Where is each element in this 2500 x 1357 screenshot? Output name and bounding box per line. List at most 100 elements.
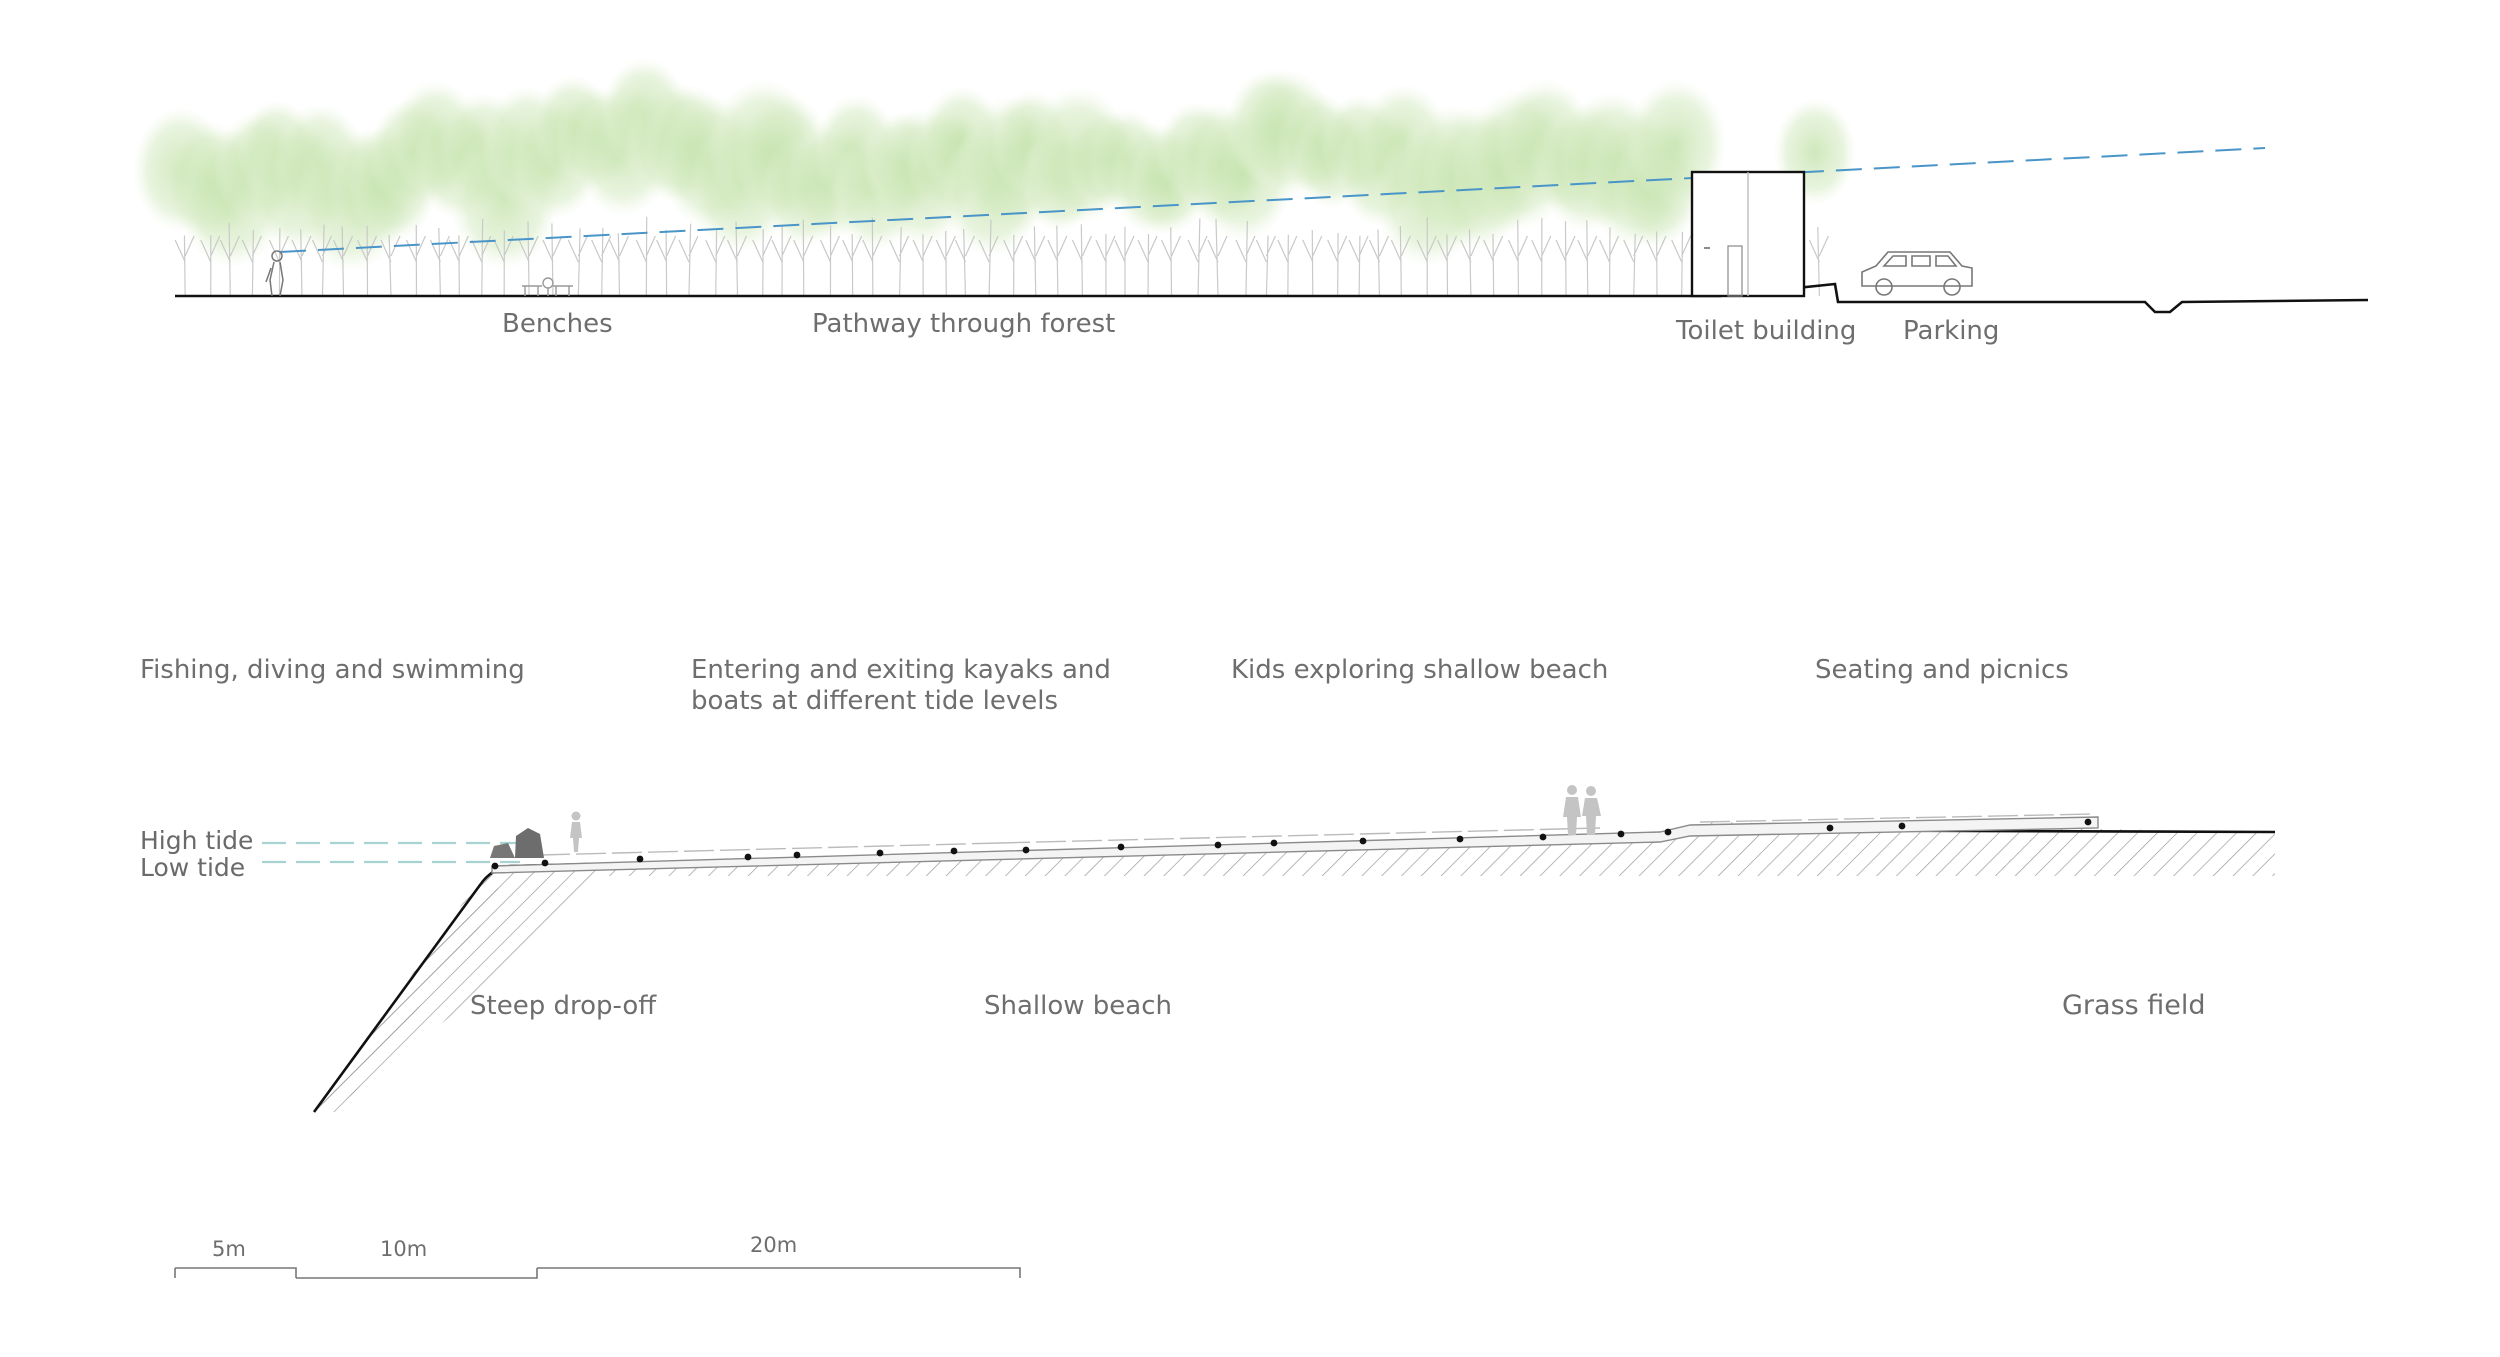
tree-trunk: [705, 230, 726, 297]
tree-trunk: [888, 226, 910, 297]
tree-trunk: [1071, 224, 1092, 297]
tree-trunk: [1327, 233, 1348, 297]
boardwalk-post: [1022, 846, 1030, 854]
tree-trunk: [912, 234, 933, 297]
tree-trunk: [1003, 234, 1024, 297]
tree-trunk: [1025, 226, 1046, 297]
tree-trunk: [1235, 220, 1256, 297]
toilet-building: [1690, 170, 1806, 298]
person-silhouette-icon: [570, 811, 582, 852]
earth-hatch: [314, 822, 2275, 1112]
tree-trunk: [405, 224, 426, 297]
tree-trunk: [174, 235, 195, 297]
label-seating: Seating and picnics: [1815, 655, 2069, 685]
tree-trunk: [752, 229, 773, 297]
label-grass-field: Grass field: [2062, 990, 2206, 1021]
label-kids: Kids exploring shallow beach: [1231, 655, 1609, 685]
tree-trunk: [1531, 218, 1552, 297]
boardwalk-post: [491, 862, 499, 870]
rock-icon: [490, 828, 544, 858]
label-kayaks-line1: Entering and exiting kayaks and: [691, 655, 1111, 685]
tree-trunk: [842, 234, 863, 297]
tree-trunk: [1483, 233, 1504, 297]
car-icon: [1861, 251, 1973, 296]
couple-silhouette-icon: [1563, 785, 1601, 835]
boardwalk-post: [1214, 841, 1222, 849]
tree-trunk: [219, 222, 240, 297]
tree-trunk: [608, 233, 630, 297]
boardwalk-post: [541, 859, 549, 867]
tree-trunk: [332, 226, 354, 297]
label-low-tide: Low tide: [140, 853, 246, 882]
tree-trunk: [1187, 218, 1208, 297]
bench-icon: [522, 277, 573, 296]
boardwalk-post: [793, 851, 801, 859]
boardwalk-post: [1617, 830, 1625, 838]
scale-label-5m: 5m: [212, 1237, 246, 1261]
tree-trunk: [1577, 220, 1598, 297]
tree-trunk: [1137, 234, 1158, 297]
label-kayaks-line2: boats at different tide levels: [691, 686, 1058, 716]
tree-trunk: [862, 217, 883, 297]
tree-trunk: [1255, 235, 1276, 297]
boardwalk-post: [1359, 837, 1367, 845]
tree-trunk: [1598, 227, 1620, 297]
tree-trunk: [1095, 234, 1116, 297]
tree-trunk: [241, 229, 262, 297]
person-silhouette-icon: [265, 250, 284, 297]
tree-trunk: [1047, 225, 1068, 297]
boardwalk-post: [1117, 843, 1125, 851]
tree-trunk: [954, 228, 976, 297]
dropoff-hatch: [314, 868, 500, 1112]
tree-trunk: [1416, 217, 1437, 297]
tree-trunk: [656, 229, 677, 297]
label-high-tide: High tide: [140, 826, 254, 855]
boardwalk-post: [876, 849, 884, 857]
tree-trunk: [1277, 234, 1298, 297]
tree-trunk: [1671, 231, 1692, 297]
label-shallow-beach: Shallow beach: [984, 991, 1173, 1021]
tree-trunk: [819, 225, 841, 297]
forest-trees: [133, 57, 1857, 297]
tree-trunk: [1390, 226, 1411, 297]
tree-trunk: [1555, 221, 1576, 297]
tree-trunk: [1160, 227, 1182, 297]
tree-trunk: [471, 218, 492, 297]
scale-label-20m: 20m: [750, 1233, 798, 1257]
tree-trunk: [726, 221, 748, 297]
boardwalk-post: [636, 855, 644, 863]
boardwalk-post: [950, 847, 958, 855]
scale-bar: [174, 1267, 1021, 1279]
sightline: [279, 147, 2266, 253]
tree-trunk: [635, 216, 656, 297]
tree-trunk: [429, 227, 450, 297]
tree-trunk: [678, 223, 699, 297]
tree-trunk: [518, 221, 539, 297]
tree-trunk: [978, 219, 999, 297]
tree-trunk: [567, 228, 588, 297]
label-fishing: Fishing, diving and swimming: [140, 655, 525, 685]
tree-trunk: [356, 225, 378, 297]
tree-trunk: [311, 224, 333, 297]
tree-trunk: [1460, 229, 1481, 297]
boardwalk-post: [744, 853, 752, 861]
tree-trunk: [1114, 226, 1135, 297]
boardwalk-post: [1270, 839, 1278, 847]
tree-trunk: [1436, 234, 1458, 297]
tree-trunk: [1207, 219, 1228, 297]
tree-trunk: [1348, 235, 1369, 297]
tree-trunk: [935, 231, 956, 297]
label-benches: Benches: [502, 309, 613, 339]
tree-trunk: [591, 227, 612, 297]
boardwalk-post: [1539, 833, 1547, 841]
tree-trunk: [1368, 229, 1390, 297]
label-pathway: Pathway through forest: [812, 309, 1116, 339]
label-steep-dropoff: Steep drop-off: [470, 991, 657, 1021]
tree-trunk: [1646, 231, 1667, 297]
label-toilet-building: Toilet building: [1676, 316, 1857, 346]
tree-trunk: [1302, 230, 1323, 297]
tree-trunk: [200, 235, 221, 297]
tree-trunk: [1623, 233, 1644, 297]
boardwalk-post: [2084, 818, 2092, 826]
boardwalk-post: [1664, 828, 1672, 836]
